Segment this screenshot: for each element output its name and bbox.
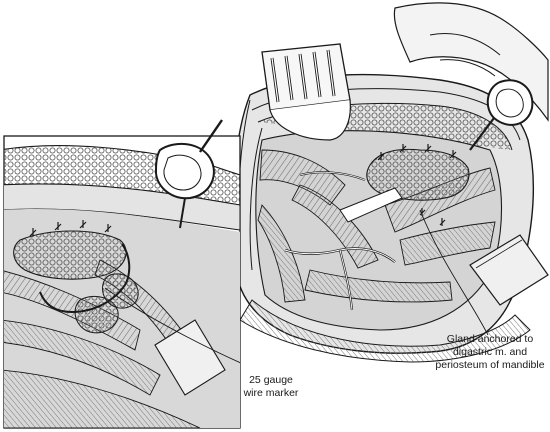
gland-anchor-label-line-3: periosteum of mandible (435, 359, 545, 371)
muscle-bundle (304, 269, 453, 303)
muscle-bundle (399, 221, 496, 266)
loop-retractor-inset (154, 119, 223, 229)
skin-flap-bottom (239, 299, 531, 363)
muscle-bundle (259, 149, 346, 206)
rake-retractor (261, 43, 351, 141)
wire-marker-label-line-2: wire marker (243, 387, 299, 399)
wire-marker-label-line-1: 25 gauge (249, 374, 293, 386)
gland-anchor-label-line-2: digastric m. and (452, 346, 528, 358)
muscle-bundle (291, 184, 379, 269)
gland-anchor-label-line-1: Gland anchored to (446, 333, 534, 345)
inset-panel (3, 119, 241, 429)
gland-anchor-label: Gland anchored to digastric m. and perio… (431, 333, 549, 372)
wire-leader-line (104, 287, 240, 364)
retractor-blade-right (469, 234, 549, 306)
wire-marker-label: 25 gauge wire marker (241, 374, 301, 400)
main-operative-field (232, 2, 549, 363)
gland-leader-line (419, 209, 489, 336)
muscle-bundle (257, 204, 306, 303)
loop-retractor-right (469, 79, 534, 151)
digastric-tendon (339, 187, 403, 223)
sutures (377, 144, 457, 226)
wire-marker-loop (39, 243, 131, 314)
